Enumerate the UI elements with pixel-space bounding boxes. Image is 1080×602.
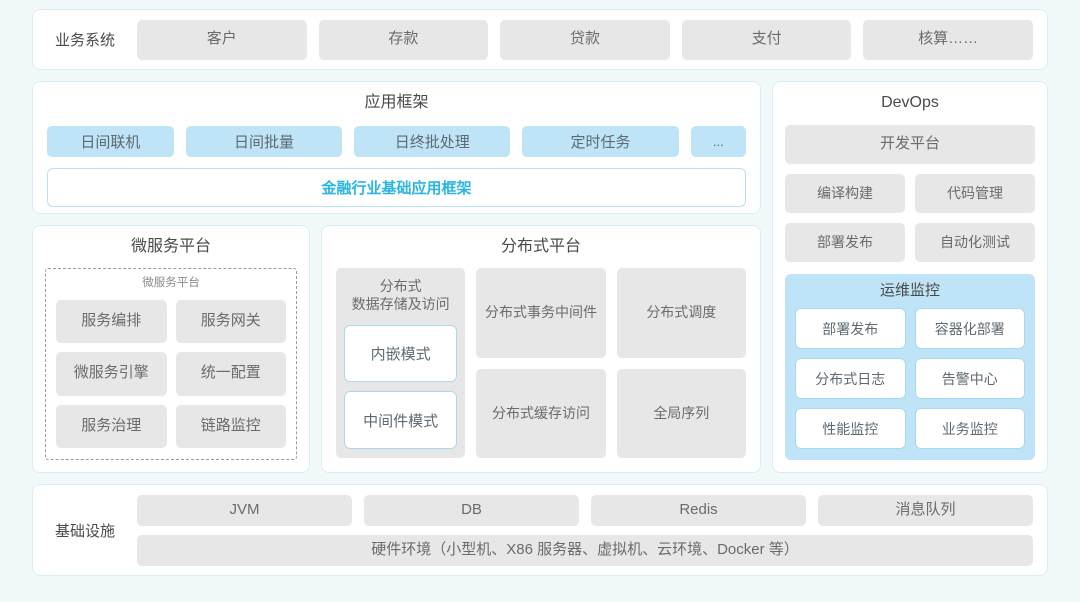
distributed-storage-title: 分布式 数据存储及访问 bbox=[344, 278, 457, 314]
app-chip-scheduled-task[interactable]: 定时任务 bbox=[522, 126, 679, 157]
storage-mode-embedded[interactable]: 内嵌模式 bbox=[344, 324, 458, 383]
ops-monitoring-box: 运维监控 部署发布 容器化部署 分布式日志 告警中心 性能监控 业务监控 bbox=[785, 274, 1035, 460]
microservice-platform-inner-title: 微服务平台 bbox=[142, 277, 200, 289]
distributed-chip-global-sequence[interactable]: 全局序列 bbox=[616, 368, 746, 458]
devops-pair-deploy: 部署发布 自动化测试 bbox=[785, 223, 1035, 262]
devops-stack: 开发平台 编译构建 代码管理 部署发布 自动化测试 运维监控 部署发布 容器化部… bbox=[785, 125, 1035, 460]
application-framework-title: 应用框架 bbox=[364, 94, 429, 111]
app-chip-more[interactable]: ... bbox=[690, 126, 747, 157]
infrastructure-body: JVM DB Redis 消息队列 硬件环境（小型机、X86 服务器、虚拟机、云… bbox=[137, 494, 1033, 566]
application-framework-chips: 日间联机 日间批量 日终批处理 定时任务 ... bbox=[47, 126, 747, 157]
micro-chip-service-governance[interactable]: 服务治理 bbox=[56, 404, 167, 448]
infrastructure-top-chips: JVM DB Redis 消息队列 bbox=[137, 494, 1033, 526]
infra-chip-message-queue[interactable]: 消息队列 bbox=[818, 494, 1033, 526]
distributed-column-middleware: 分布式 事务中间件 分布式 缓存访问 bbox=[476, 268, 606, 458]
micro-chip-service-gateway[interactable]: 服务网关 bbox=[175, 299, 286, 343]
ops-chip-business-monitor[interactable]: 业务监控 bbox=[914, 408, 1025, 449]
distributed-storage-title-line1: 分布式 bbox=[379, 278, 422, 294]
business-chip-loan[interactable]: 贷款 bbox=[500, 19, 670, 60]
devops-chip-dev-platform[interactable]: 开发平台 bbox=[785, 125, 1035, 164]
devops-panel: DevOps 开发平台 编译构建 代码管理 部署发布 自动化测试 运维监控 bbox=[772, 81, 1048, 473]
ops-chip-container-deploy[interactable]: 容器化部署 bbox=[914, 308, 1025, 349]
infra-chip-jvm[interactable]: JVM bbox=[137, 494, 352, 526]
business-chip-customer[interactable]: 客户 bbox=[137, 19, 307, 60]
microservice-platform-grid: 服务编排 服务网关 微服务引擎 统一配置 服务治理 链路监控 bbox=[56, 299, 286, 448]
distributed-platform-title: 分布式平台 bbox=[500, 238, 581, 255]
microservice-platform-panel: 微服务平台 微服务平台 服务编排 服务网关 微服务引擎 统一配置 服务治理 链路… bbox=[32, 225, 310, 473]
micro-chip-trace-monitoring[interactable]: 链路监控 bbox=[175, 404, 286, 448]
infra-chip-hardware-environment[interactable]: 硬件环境（小型机、X86 服务器、虚拟机、云环境、Docker 等） bbox=[137, 534, 1033, 566]
devops-chip-deploy-release[interactable]: 部署发布 bbox=[785, 223, 905, 262]
ops-chip-alert-center[interactable]: 告警中心 bbox=[914, 358, 1025, 399]
devops-column: DevOps 开发平台 编译构建 代码管理 部署发布 自动化测试 运维监控 bbox=[772, 81, 1048, 473]
microservice-platform-inner-box: 微服务平台 服务编排 服务网关 微服务引擎 统一配置 服务治理 链路监控 bbox=[45, 268, 297, 460]
distributed-chip-cache-access[interactable]: 分布式 缓存访问 bbox=[476, 368, 606, 458]
infrastructure-bottom-row: 硬件环境（小型机、X86 服务器、虚拟机、云环境、Docker 等） bbox=[137, 534, 1033, 566]
distributed-chip-scheduling[interactable]: 分布式调度 bbox=[616, 268, 746, 358]
infra-chip-db[interactable]: DB bbox=[364, 494, 579, 526]
distributed-storage-title-line2: 数据存储及访问 bbox=[351, 295, 450, 312]
app-chip-daytime-online[interactable]: 日间联机 bbox=[47, 126, 174, 157]
middle-area: 应用框架 日间联机 日间批量 日终批处理 定时任务 ... 金融行业基础应用框架… bbox=[32, 81, 1048, 473]
devops-chip-compile-build[interactable]: 编译构建 bbox=[785, 174, 905, 213]
ops-chip-deploy-release[interactable]: 部署发布 bbox=[795, 308, 906, 349]
infra-chip-redis[interactable]: Redis bbox=[591, 494, 806, 526]
micro-chip-microservice-engine[interactable]: 微服务引擎 bbox=[56, 352, 167, 396]
finance-base-framework-bar[interactable]: 金融行业基础应用框架 bbox=[47, 168, 746, 207]
micro-chip-service-orchestration[interactable]: 服务编排 bbox=[56, 299, 167, 343]
ops-chip-distributed-log[interactable]: 分布式日志 bbox=[795, 358, 906, 399]
ops-monitoring-title: 运维监控 bbox=[879, 282, 940, 299]
distributed-chip-transaction-middleware[interactable]: 分布式 事务中间件 bbox=[476, 268, 606, 358]
devops-chip-automated-test[interactable]: 自动化测试 bbox=[915, 223, 1035, 262]
distributed-storage-modes: 内嵌模式 中间件模式 bbox=[344, 324, 458, 449]
platforms-row: 微服务平台 微服务平台 服务编排 服务网关 微服务引擎 统一配置 服务治理 链路… bbox=[32, 225, 761, 473]
distributed-platform-body: 分布式 数据存储及访问 内嵌模式 中间件模式 bbox=[336, 268, 746, 458]
devops-chip-code-management[interactable]: 代码管理 bbox=[915, 174, 1035, 213]
storage-mode-middleware[interactable]: 中间件模式 bbox=[344, 391, 458, 449]
ops-chip-performance-monitor[interactable]: 性能监控 bbox=[795, 408, 906, 449]
ops-monitoring-grid: 部署发布 容器化部署 分布式日志 告警中心 性能监控 业务监控 bbox=[795, 308, 1025, 449]
transaction-middleware-line1: 分布式 bbox=[484, 304, 527, 320]
app-chip-daytime-batch[interactable]: 日间批量 bbox=[185, 126, 343, 157]
business-systems-row: 业务系统 客户 存款 贷款 支付 核算…… bbox=[32, 9, 1048, 70]
distributed-column-storage: 分布式 数据存储及访问 内嵌模式 中间件模式 bbox=[336, 268, 466, 458]
microservice-platform-title: 微服务平台 bbox=[130, 238, 211, 255]
distributed-platform-panel: 分布式平台 分布式 数据存储及访问 内嵌模式 中间件模式 bbox=[321, 225, 761, 473]
application-framework-panel: 应用框架 日间联机 日间批量 日终批处理 定时任务 ... 金融行业基础应用框架 bbox=[32, 81, 761, 214]
business-chip-deposit[interactable]: 存款 bbox=[318, 19, 489, 60]
infrastructure-row: 基础设施 JVM DB Redis 消息队列 硬件环境（小型机、X86 服务器、… bbox=[32, 484, 1048, 576]
distributed-column-scheduling: 分布式调度 全局序列 bbox=[616, 268, 746, 458]
business-systems-label: 业务系统 bbox=[54, 32, 115, 49]
devops-title: DevOps bbox=[881, 94, 939, 111]
app-chip-eod-batch[interactable]: 日终批处理 bbox=[354, 126, 511, 157]
middle-left-column: 应用框架 日间联机 日间批量 日终批处理 定时任务 ... 金融行业基础应用框架… bbox=[32, 81, 761, 473]
micro-chip-unified-config[interactable]: 统一配置 bbox=[175, 352, 286, 396]
business-chip-accounting[interactable]: 核算…… bbox=[863, 19, 1033, 60]
distributed-storage-card[interactable]: 分布式 数据存储及访问 内嵌模式 中间件模式 bbox=[336, 268, 466, 458]
cache-access-line1: 分布式 bbox=[491, 404, 534, 421]
devops-pair-build: 编译构建 代码管理 bbox=[785, 174, 1035, 213]
business-chip-payment[interactable]: 支付 bbox=[681, 19, 852, 60]
transaction-middleware-line2: 事务中间件 bbox=[526, 304, 597, 320]
business-systems-chips: 客户 存款 贷款 支付 核算…… bbox=[137, 19, 1033, 60]
infrastructure-label: 基础设施 bbox=[54, 522, 115, 540]
cache-access-line2: 缓存访问 bbox=[533, 404, 590, 421]
